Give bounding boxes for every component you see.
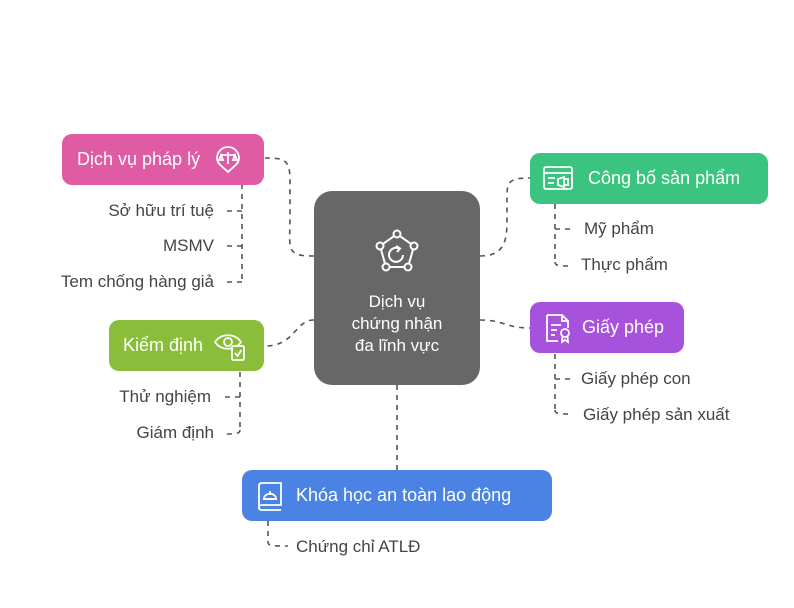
announcement-board-icon — [543, 165, 573, 190]
inspection-node: Kiểm định — [109, 320, 264, 371]
license-node: Giấy phép — [530, 302, 684, 353]
inspection-item-assessment: Giám định — [136, 423, 214, 442]
legal-item-ip: Sở hữu trí tuệ — [108, 201, 214, 220]
safety-course-label: Khóa học an toàn lao động — [296, 485, 512, 505]
legal-item-anti-counterfeit: Tem chống hàng giả — [60, 272, 214, 291]
eye-clipboard-icon — [213, 333, 245, 361]
center-node: Dịch vụ chứng nhận đa lĩnh vực — [314, 191, 480, 385]
scales-badge-icon — [216, 145, 240, 173]
legal-item-msmv: MSMV — [163, 236, 214, 255]
inspection-item-testing: Thử nghiệm — [119, 387, 211, 406]
cycle-pentagon-icon — [375, 229, 419, 272]
legal-services-label: Dịch vụ pháp lý — [77, 149, 201, 169]
safety-item-certificate: Chứng chỉ ATLĐ — [296, 537, 421, 556]
inspection-label: Kiểm định — [123, 335, 204, 355]
license-item-sub-permit: Giấy phép con — [581, 369, 691, 388]
announce-item-cosmetics: Mỹ phẩm — [584, 219, 654, 238]
center-title: Dịch vụ chứng nhận đa lĩnh vực — [351, 292, 443, 355]
announce-item-food: Thực phẩm — [581, 255, 668, 274]
hard-hat-book-icon — [258, 481, 282, 511]
license-label: Giấy phép — [582, 317, 665, 337]
license-item-production-permit: Giấy phép sản xuất — [583, 405, 730, 424]
certificate-icon — [546, 313, 570, 344]
product-announcement-node: Công bố sản phẩm — [530, 153, 768, 204]
safety-course-node: Khóa học an toàn lao động — [242, 470, 552, 521]
product-announcement-label: Công bố sản phẩm — [588, 168, 741, 188]
legal-services-node: Dịch vụ pháp lý — [62, 134, 264, 185]
